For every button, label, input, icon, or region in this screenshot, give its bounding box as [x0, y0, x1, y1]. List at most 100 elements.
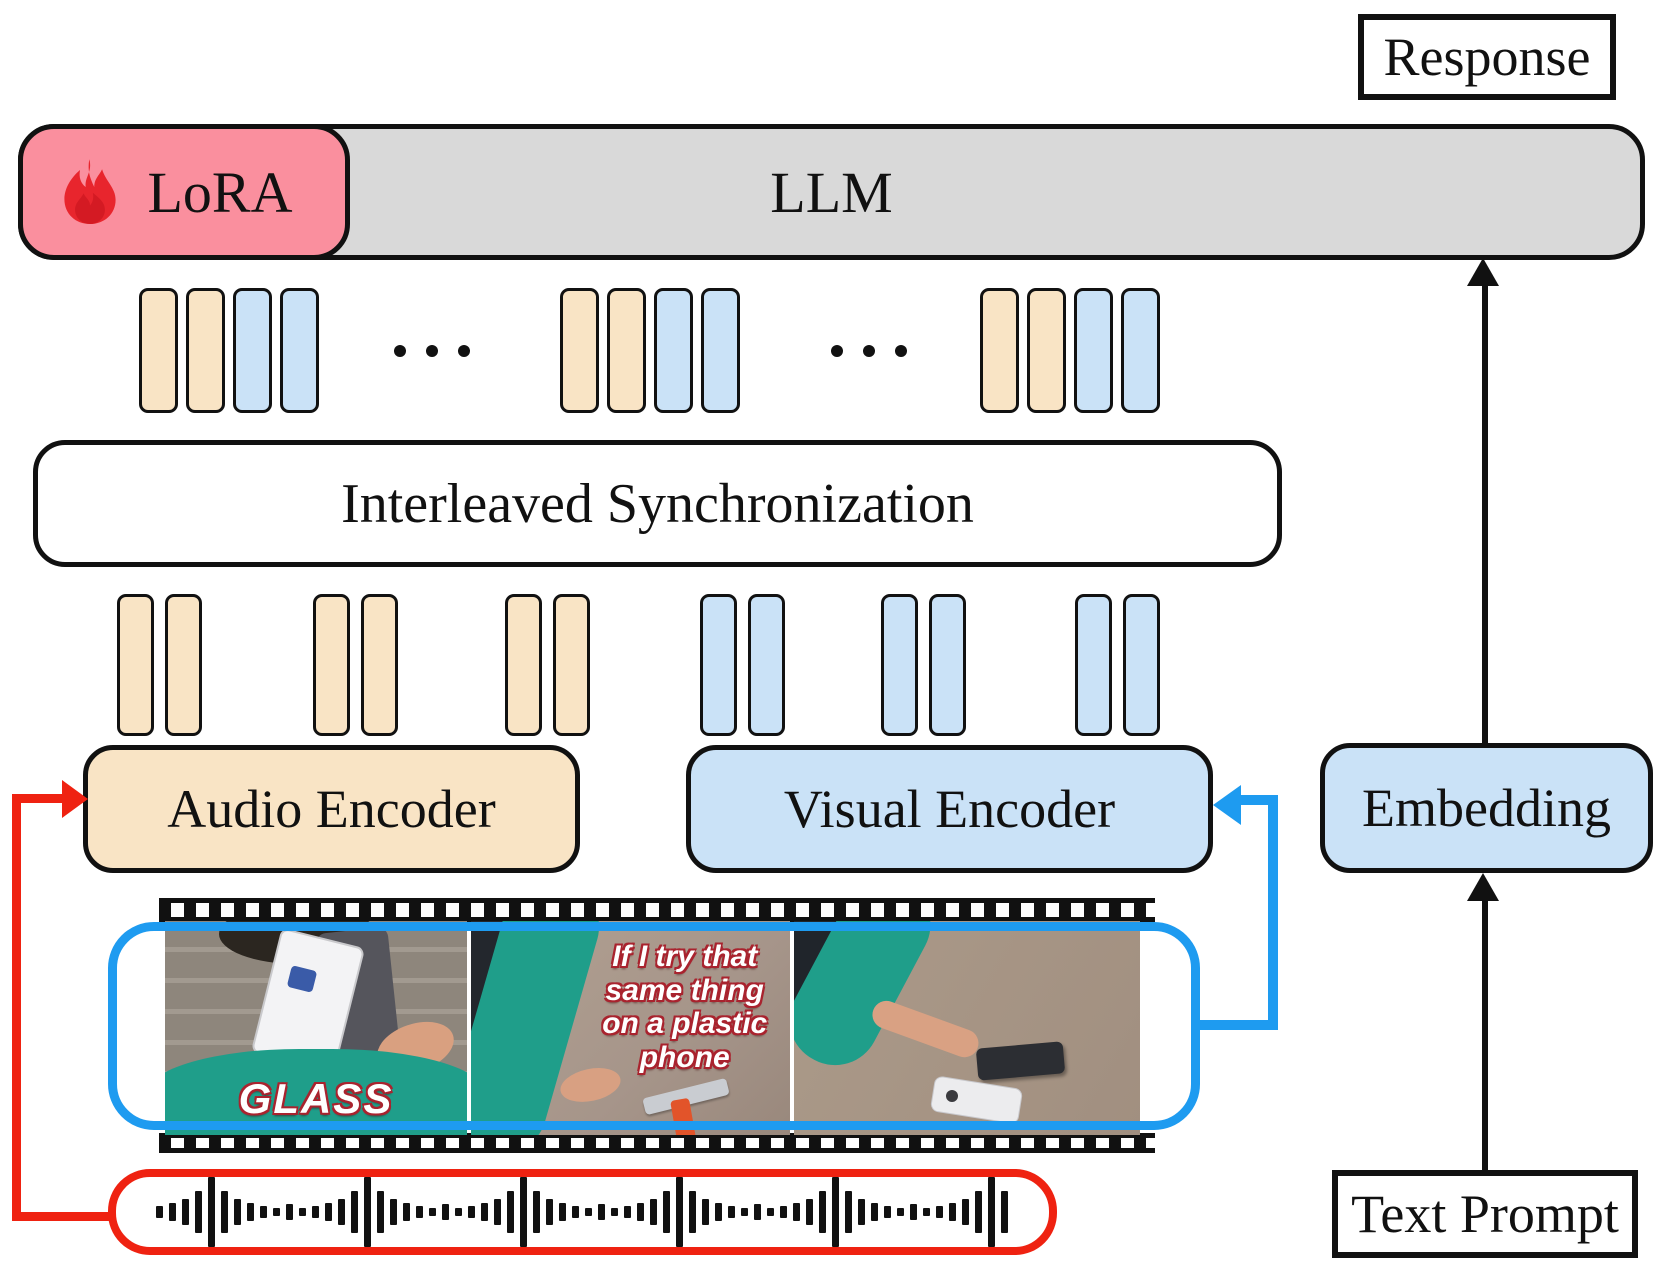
waveform-bar: [936, 1206, 944, 1218]
embedding-label: Embedding: [1362, 778, 1611, 838]
film-strip-bottom-band: [159, 1133, 1155, 1153]
response-box: Response: [1358, 14, 1616, 100]
waveform-bar: [975, 1191, 983, 1233]
waveform-bar: [702, 1199, 710, 1225]
audio-waveform-icon: [135, 1177, 1031, 1247]
audio-to-audio-encoder-arrowhead-icon: [62, 780, 88, 818]
film-strip-top-band: [159, 898, 1155, 922]
audio-encoder-box: Audio Encoder: [83, 745, 580, 873]
waveform-bar: [377, 1191, 385, 1233]
waveform-bar: [780, 1206, 788, 1218]
waveform-bar: [832, 1177, 840, 1247]
red-connector-top: [12, 794, 64, 803]
response-label: Response: [1383, 27, 1591, 87]
text-prompt-box: Text Prompt: [1332, 1170, 1638, 1258]
video-frame-2: If I try that same thing on a plastic ph…: [471, 921, 790, 1135]
waveform-bar: [624, 1206, 632, 1218]
waveform-bar: [962, 1199, 970, 1225]
blue-connector-vertical: [1268, 795, 1278, 1030]
audio-token: [313, 594, 350, 736]
waveform-bar: [741, 1208, 749, 1216]
waveform-bar: [221, 1191, 229, 1233]
waveform-bar: [325, 1203, 333, 1221]
waveform-bar: [195, 1191, 203, 1233]
visual-token: [700, 594, 737, 736]
visual-encoder-box: Visual Encoder: [686, 745, 1213, 873]
waveform-bar: [650, 1199, 658, 1225]
audio-token: [607, 288, 646, 413]
ellipsis-dots: [831, 344, 907, 357]
waveform-bar: [559, 1203, 567, 1221]
waveform-bar: [156, 1206, 164, 1218]
waveform-bar: [546, 1199, 554, 1225]
waveform-bar: [754, 1204, 762, 1220]
waveform-bar: [442, 1204, 450, 1220]
video-frame-1: GLASS: [165, 921, 467, 1135]
waveform-bar: [533, 1191, 541, 1233]
prompt-to-embedding-arrowhead-icon: [1467, 873, 1499, 901]
waveform-bar: [923, 1208, 931, 1216]
waveform-bar: [468, 1206, 476, 1218]
visual-token: [1123, 594, 1160, 736]
waveform-bar: [728, 1206, 736, 1218]
waveform-bar: [806, 1199, 814, 1225]
waveform-bar: [988, 1177, 996, 1247]
interleaved-sync-box: Interleaved Synchronization: [33, 440, 1282, 567]
waveform-bar: [247, 1203, 255, 1221]
waveform-bar: [208, 1177, 216, 1247]
fire-icon: [58, 153, 122, 231]
waveform-bar: [494, 1199, 502, 1225]
waveform-bar: [897, 1208, 905, 1216]
embedding-to-llm-arrowhead-icon: [1467, 258, 1499, 286]
embedding-to-llm-arrow-line: [1482, 284, 1488, 743]
waveform-bar: [845, 1191, 853, 1233]
waveform-bar: [299, 1208, 307, 1216]
waveform-bar: [234, 1199, 242, 1225]
blue-connector-bottom: [1194, 1020, 1278, 1030]
phone-camera-art: [946, 1090, 959, 1103]
audio-token: [560, 288, 599, 413]
interleaved-sync-label: Interleaved Synchronization: [341, 472, 974, 535]
video-frame-3: [794, 921, 1140, 1135]
waveform-bar: [429, 1208, 437, 1216]
waveform-bar: [884, 1206, 892, 1218]
waveform-bar: [819, 1191, 827, 1233]
waveform-bar: [455, 1208, 463, 1216]
lora-label: LoRA: [147, 159, 293, 225]
frame-2-caption: If I try that same thing on a plastic ph…: [602, 940, 768, 1075]
audio-token: [186, 288, 225, 413]
visual-token: [1121, 288, 1160, 413]
waveform-bar: [351, 1191, 359, 1233]
waveform-bar: [663, 1191, 671, 1233]
llm-label: LLM: [770, 159, 893, 225]
visual-token: [881, 594, 918, 736]
frame-1-caption: GLASS: [238, 1075, 394, 1123]
waveform-bar: [507, 1191, 515, 1233]
red-connector-bottom: [12, 1212, 110, 1221]
audio-token: [980, 288, 1019, 413]
visual-token: [748, 594, 785, 736]
embedding-box: Embedding: [1320, 743, 1653, 873]
visual-token: [1074, 288, 1113, 413]
waveform-bar: [273, 1208, 281, 1216]
waveform-bar: [767, 1208, 775, 1216]
lora-box: LoRA: [18, 124, 350, 260]
waveform-bar: [676, 1177, 684, 1247]
red-connector-vertical: [12, 794, 21, 1221]
audio-token: [165, 594, 202, 736]
video-clip-outline: [108, 922, 1200, 1130]
audio-clip-outline: [108, 1169, 1057, 1255]
audio-token: [1027, 288, 1066, 413]
blue-connector-top: [1239, 795, 1278, 805]
visual-token: [1075, 594, 1112, 736]
waveform-bar: [286, 1204, 294, 1220]
audio-token: [117, 594, 154, 736]
audio-token: [139, 288, 178, 413]
teal-shirt-art: [165, 1049, 467, 1135]
video-to-visual-encoder-arrowhead-icon: [1213, 785, 1241, 825]
waveform-bar: [793, 1203, 801, 1221]
audio-token: [505, 594, 542, 736]
visual-token: [929, 594, 966, 736]
ellipsis-dots: [394, 344, 470, 357]
